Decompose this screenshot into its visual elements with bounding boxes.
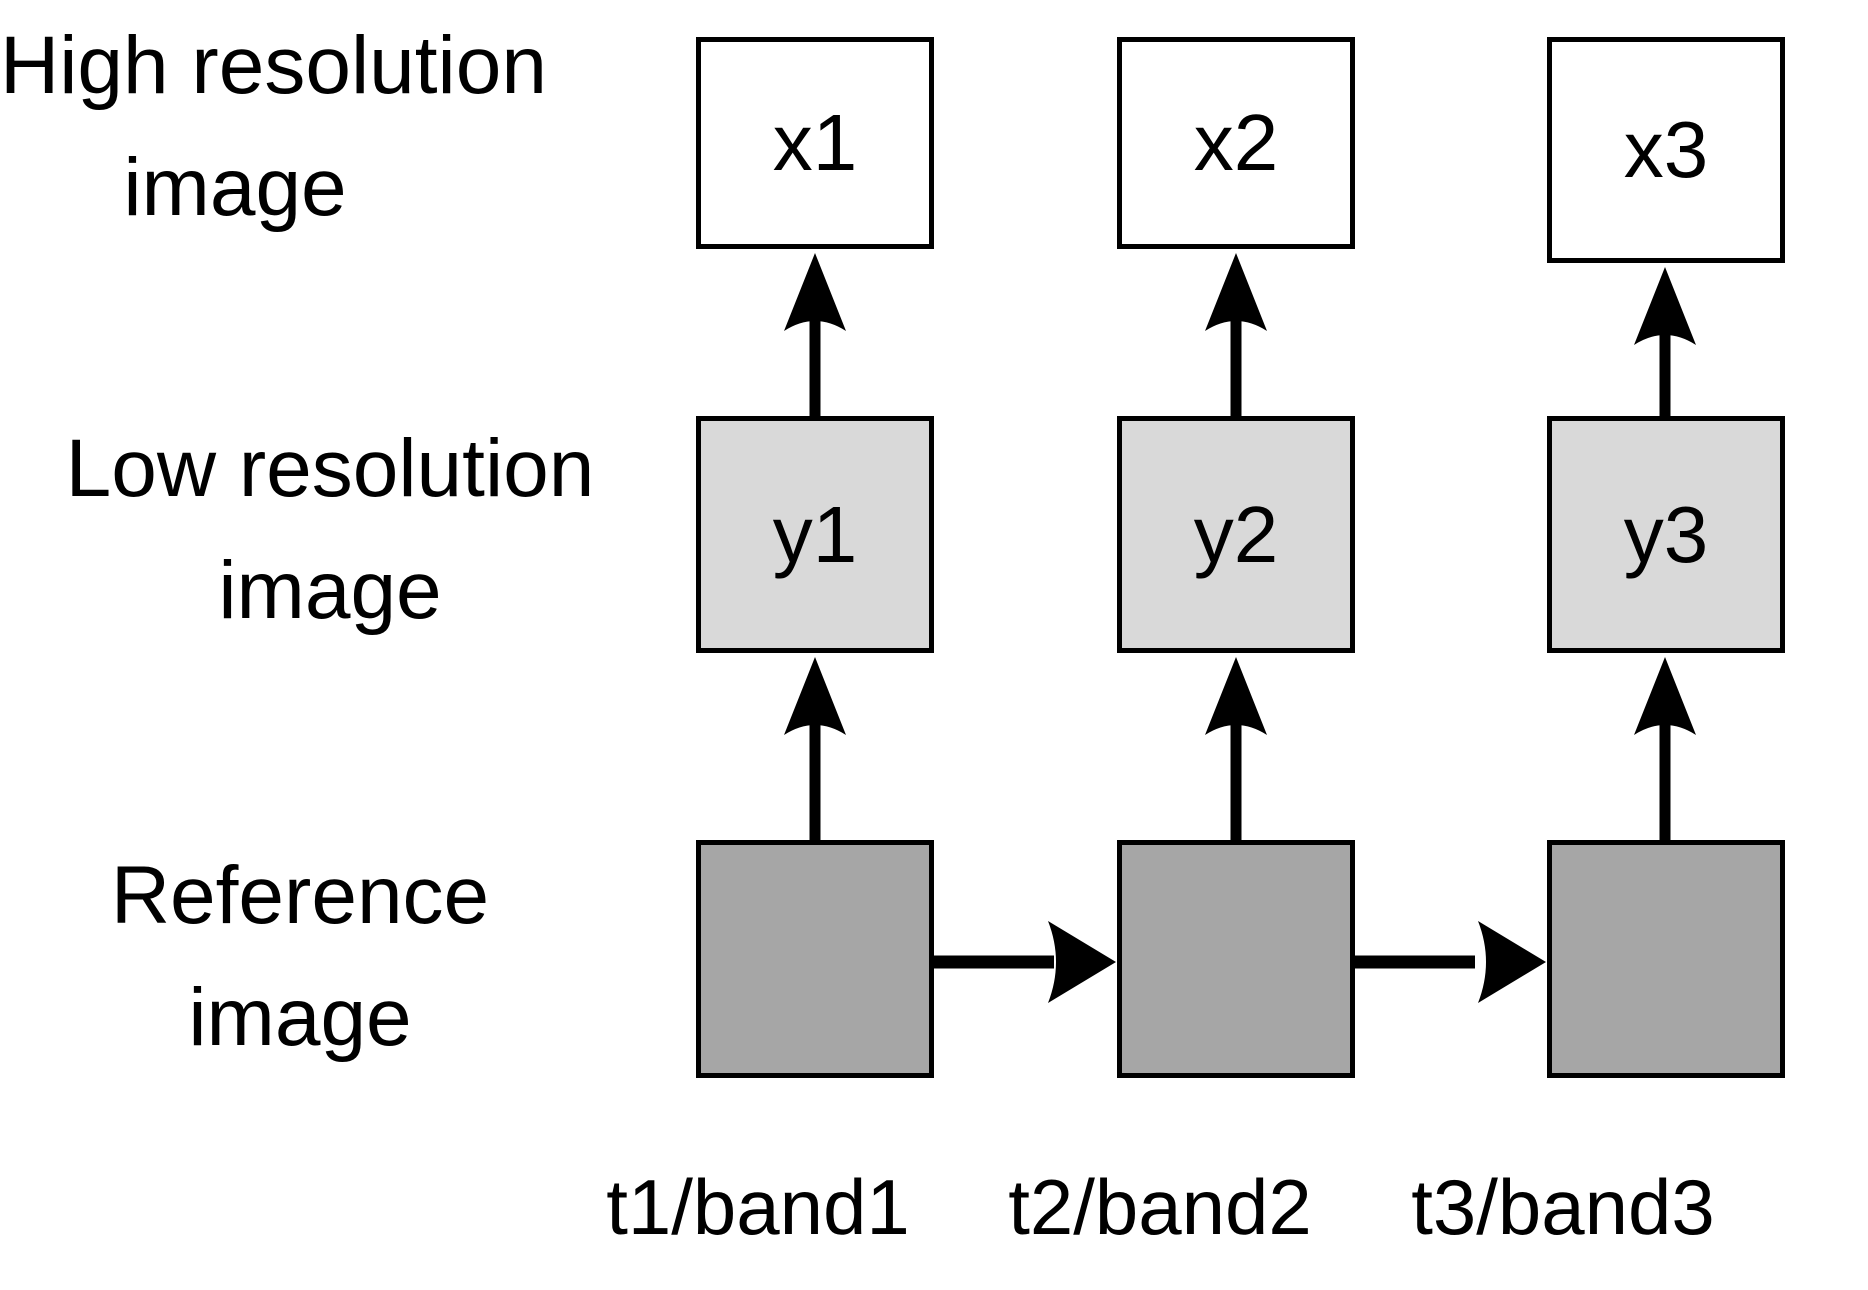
- reference-box-1: [696, 840, 934, 1078]
- row-label-low-line1: Low resolution: [65, 423, 595, 514]
- low-res-box-2-label: y2: [1193, 489, 1279, 579]
- high-res-box-1: x1: [696, 37, 934, 249]
- right-arrow-ref1-to-ref2-head: [1048, 921, 1116, 1003]
- row-label-reference-line1: Reference: [110, 850, 490, 941]
- up-arrow-ref-to-low-2-head: [1205, 657, 1267, 735]
- row-label-low-resolution: Low resolution image: [30, 408, 630, 652]
- up-arrow-low-to-high-1-head: [784, 253, 846, 331]
- high-res-box-1-label: x1: [772, 98, 858, 187]
- low-res-box-1-label: y1: [772, 489, 858, 579]
- row-label-high-line1: High resolution: [0, 20, 547, 111]
- high-res-box-2: x2: [1117, 37, 1355, 249]
- low-res-box-3-label: y3: [1623, 489, 1709, 579]
- row-label-high-resolution: High resolution image: [0, 5, 547, 249]
- reference-box-2: [1117, 840, 1355, 1078]
- up-arrow-low-to-high-2-head: [1205, 253, 1267, 331]
- time-label-3: t3/band3: [1411, 1163, 1715, 1251]
- row-label-low-line2: image: [218, 545, 442, 636]
- reference-box-3: [1547, 840, 1785, 1078]
- high-res-box-2-label: x2: [1193, 98, 1279, 187]
- high-res-box-3: x3: [1547, 37, 1785, 263]
- low-res-box-3: y3: [1547, 416, 1785, 653]
- right-arrow-ref2-to-ref3-head: [1478, 921, 1546, 1003]
- low-res-box-2: y2: [1117, 416, 1355, 653]
- high-res-box-3-label: x3: [1623, 105, 1709, 194]
- time-label-1: t1/band1: [606, 1163, 910, 1251]
- up-arrow-ref-to-low-1-head: [784, 657, 846, 735]
- time-label-2: t2/band2: [1008, 1163, 1312, 1251]
- low-res-box-1: y1: [696, 416, 934, 653]
- up-arrow-ref-to-low-3-head: [1634, 657, 1696, 735]
- row-label-reference: Reference image: [60, 835, 540, 1079]
- row-label-high-line2: image: [123, 142, 347, 233]
- up-arrow-low-to-high-3-head: [1634, 267, 1696, 345]
- row-label-reference-line2: image: [188, 972, 412, 1063]
